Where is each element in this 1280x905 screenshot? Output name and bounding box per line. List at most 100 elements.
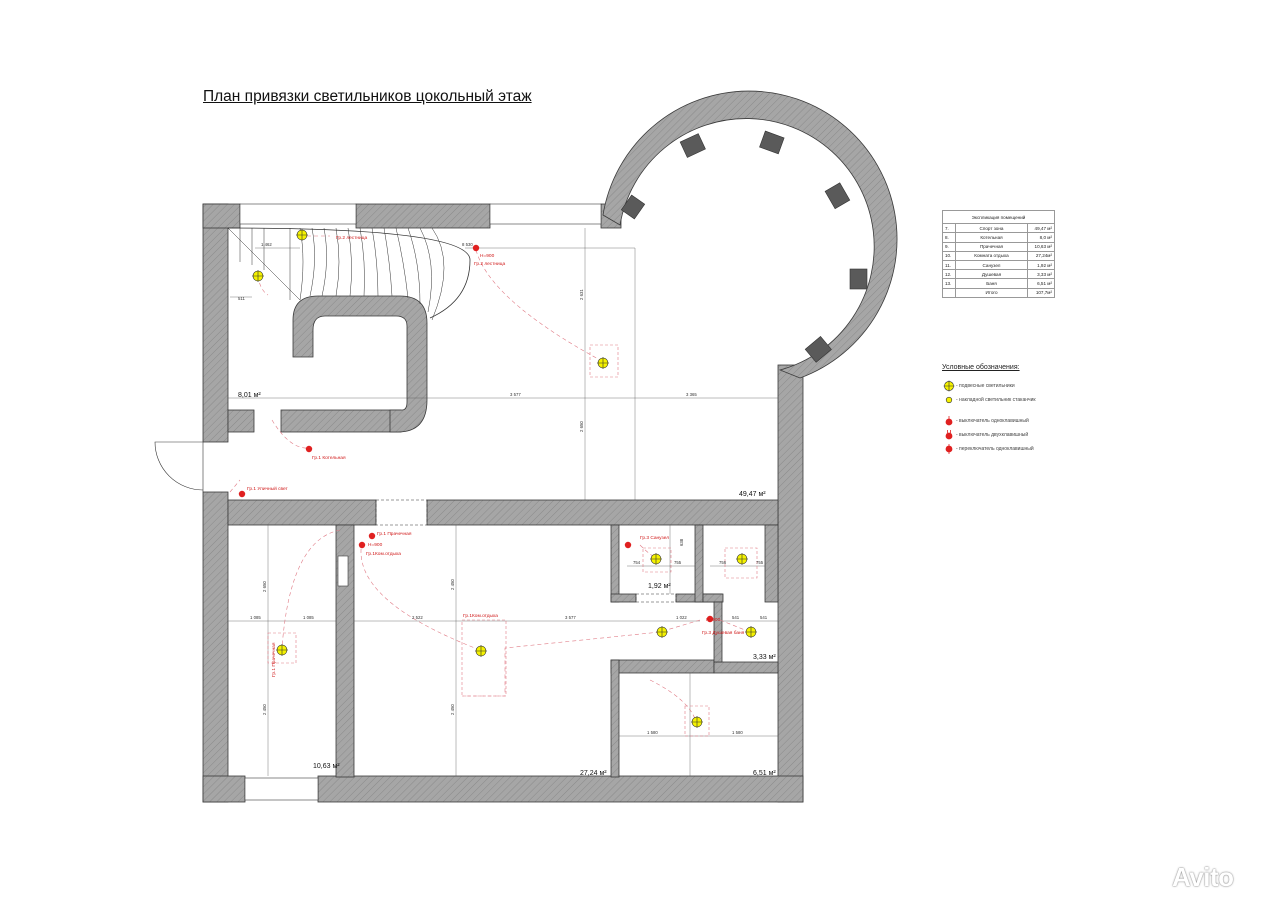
dimension-label: 2 631 (579, 289, 584, 300)
legend: Условные обозначения: - подвесные светил… (942, 364, 1092, 457)
legend-item: - переключатель одноклавишный (942, 443, 1092, 455)
pendant-lamp-icon (296, 229, 308, 241)
wall-sanuzel-right (694, 524, 704, 603)
wall-sanuzel-left (610, 524, 620, 603)
dimension-label: 2 650 (262, 581, 267, 592)
legend-item: - выключатель двухклавишный (942, 429, 1092, 441)
label-group: Н=900 (706, 617, 721, 623)
dimension-label: 541 (760, 615, 768, 620)
double-switch-icon (358, 541, 366, 549)
single-switch-icon (368, 532, 376, 540)
wall-outer-left-top (202, 203, 229, 443)
single-switch-icon (472, 244, 480, 252)
room-area-dushevaya: 3,33 м² (753, 654, 776, 661)
wall-dush2-left (713, 601, 723, 663)
switches (238, 244, 714, 623)
dimension-lines (228, 228, 778, 776)
entrance-door (154, 441, 204, 492)
dimension-label: 1 085 (303, 615, 314, 620)
toggle-switch-icon (942, 444, 956, 454)
dimension-label: 2 522 (412, 615, 423, 620)
wall-kotelnaya-bottom-b (280, 409, 402, 433)
label-group: Гр.3 Душевая баня (702, 630, 745, 636)
pendant-lamp-icon (597, 357, 609, 369)
room-area-komnata: 27,24 м² (580, 770, 607, 777)
surface-lamp-icon (942, 396, 956, 404)
dimension-labels: 1 462 511 8 530 3 577 3 365 2 631 2 650 … (238, 242, 768, 735)
label-group: Гр.1 Прачечная (377, 531, 412, 537)
staircase (227, 227, 471, 321)
room-area-prachechnaya: 10,63 м² (313, 763, 340, 770)
label-group: Гр.2 лестница (336, 235, 367, 241)
wall-banya-top-b (713, 661, 779, 674)
single-switch-icon (942, 416, 956, 426)
pendant-lamp-icon (276, 644, 288, 656)
double-switch-icon (706, 615, 714, 623)
dimension-label: 1 580 (647, 730, 658, 735)
tower-window (759, 130, 785, 155)
tower-ring (602, 90, 898, 379)
tower-window (849, 268, 868, 290)
doorway (635, 593, 677, 603)
single-switch-icon (305, 445, 313, 453)
dimension-label: 755 (756, 560, 764, 565)
dimension-label: 755 (674, 560, 682, 565)
dimension-label: 3 577 (565, 615, 576, 620)
wall-banya-left (610, 659, 620, 778)
tower (602, 90, 898, 379)
room-area-banya: 6,51 м² (753, 770, 776, 777)
label-group: Гр.3 Санузел (640, 535, 669, 541)
dimension-label: 2 650 (579, 421, 584, 432)
double-switch-icon (942, 430, 956, 440)
pendant-lamps (252, 229, 757, 728)
label-group: Гр.1 Прачечная (271, 642, 277, 677)
pendant-lamp-icon (745, 626, 757, 638)
window (244, 777, 319, 801)
dimension-label: 1 085 (250, 615, 261, 620)
dimension-label: 1 580 (732, 730, 743, 735)
doorway (375, 499, 428, 526)
wall-outer-left-bottom (202, 491, 229, 803)
legend-item: - выключатель одноклавишный (942, 415, 1092, 427)
label-group: Гр.1 Уличный свет (247, 485, 289, 492)
wall-banya-top (610, 659, 715, 674)
dimension-label: 541 (732, 615, 740, 620)
wall-mid-horizontal-a (227, 499, 377, 526)
wall-prachechnaya-right (335, 524, 355, 778)
label-group: Н=900 (480, 253, 495, 259)
window (239, 203, 357, 225)
wall-dush-right (764, 524, 779, 603)
stair-curved-wall (292, 295, 428, 433)
wall-outer-bottom-a (202, 775, 246, 803)
tower-window (824, 182, 851, 210)
explication-header: Экспликация помещений (942, 209, 1055, 225)
dimension-label: 3 577 (510, 392, 521, 397)
single-switch-icon (624, 541, 632, 549)
label-group: Гр.1Ком.отдыха (366, 551, 401, 557)
room-area-kotelnaya: 8,01 м² (238, 392, 261, 399)
window (337, 555, 349, 587)
walls (202, 203, 804, 803)
dimension-label: 511 (238, 296, 245, 301)
pendant-lamp-icon (656, 626, 668, 638)
window (489, 203, 602, 225)
dimension-label: 8 530 (462, 242, 473, 247)
pendant-lamp-icon (252, 270, 264, 282)
legend-item: - подвесные светильники (942, 380, 1092, 392)
label-group: Гр.2 лестница (474, 261, 505, 267)
pendant-lamp-icon (691, 716, 703, 728)
dimension-label: 754 (633, 560, 641, 565)
wall-outer-top-a (202, 203, 241, 229)
tower-window (620, 194, 646, 220)
avito-watermark: Avito (1172, 862, 1234, 892)
dimension-label: 638 (679, 538, 684, 546)
legend-title: Условные обозначения: (942, 364, 1020, 371)
wall-outer-bottom-b (317, 775, 804, 803)
wall-dush-bottom (702, 593, 724, 603)
dimension-label: 1 462 (261, 242, 272, 247)
label-group: Гр.1 Котельная (312, 455, 346, 461)
